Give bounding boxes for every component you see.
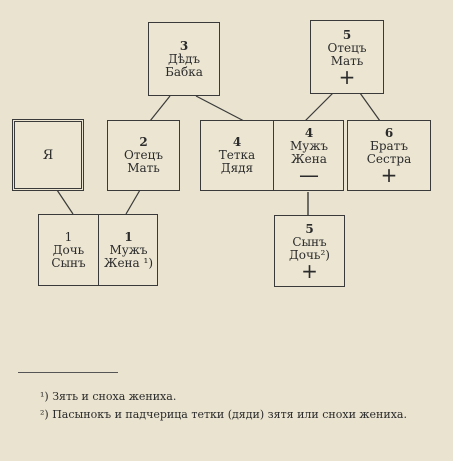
aunt-husband-box: 4 Тетка Дядя 4 Мужъ Жена — (200, 120, 344, 191)
children-spouse-box: 1 Дочь Сынъ 1 Мужъ Жена ¹) (38, 214, 158, 286)
dash-mark: — (299, 163, 319, 187)
plus-mark: + (338, 64, 356, 89)
box-number: 4 (232, 135, 242, 149)
box-line1: Отецъ (124, 148, 163, 162)
box-line2: Бабка (165, 64, 203, 79)
grandparents-paternal-box: 5 Отецъ Мать + (310, 20, 384, 94)
footnote-2: ²) Пасынокъ и падчерица тетки (дяди) зят… (40, 408, 407, 421)
box-line1: Дѣдъ (167, 51, 200, 66)
box-line1: Дочь (52, 242, 85, 257)
box-line2: Дочь²) (289, 247, 330, 262)
box-line2: Дядя (220, 161, 254, 175)
box-line1: Мужъ (289, 139, 329, 153)
line-self-to-children (56, 189, 74, 215)
box-line2: Мать (330, 53, 364, 68)
box-number: 2 (139, 135, 148, 149)
box-line2: Сестра (366, 152, 412, 166)
husband-wife-cell: 4 Мужъ Жена — (273, 121, 345, 190)
footnote-1: ¹) Зять и сноха жениха. (40, 390, 177, 403)
box-line2: Сынъ (51, 255, 86, 270)
box-line1: Мужъ (109, 242, 148, 257)
box-number: 3 (179, 38, 189, 53)
box-line2: Жена ¹) (103, 255, 154, 270)
children-cell: 1 Дочь Сынъ (39, 215, 99, 285)
footnote-rule (18, 372, 118, 373)
box-line2: Жена (291, 152, 327, 166)
line-grandparents2-to-sibling (359, 92, 381, 122)
parents-box: 2 Отецъ Мать (107, 120, 180, 191)
box-line2: Мать (127, 161, 160, 175)
box-number: 1 (124, 229, 133, 244)
stepchild-box: 5 Сынъ Дочь²) + (274, 215, 345, 287)
aunt-uncle-cell: 4 Тетка Дядя (201, 121, 274, 190)
box-line1: Тетка (218, 148, 256, 162)
box-number: 5 (305, 221, 314, 236)
grandparents-maternal-box: 3 Дѣдъ Бабка (148, 22, 220, 96)
self-label: Я (42, 147, 54, 163)
line-grandparents-to-parents (149, 95, 171, 122)
box-number: 6 (384, 126, 394, 140)
spouse-cell: 1 Мужъ Жена ¹) (98, 215, 159, 285)
box-number: 5 (342, 27, 352, 42)
self-box: Я (12, 119, 84, 191)
line-grandparents2-to-husband (304, 92, 334, 122)
box-line1: Сынъ (292, 234, 327, 249)
plus-mark: + (380, 163, 398, 187)
box-line1: Отецъ (327, 40, 367, 55)
plus-mark: + (301, 258, 318, 283)
sibling-box: 6 Братъ Сестра + (347, 120, 431, 191)
box-number: 4 (304, 126, 314, 140)
line-grandparents-to-aunt (195, 95, 245, 122)
line-parents-to-spouse (125, 189, 141, 215)
box-number: 1 (64, 229, 73, 244)
box-line1: Братъ (370, 139, 408, 153)
